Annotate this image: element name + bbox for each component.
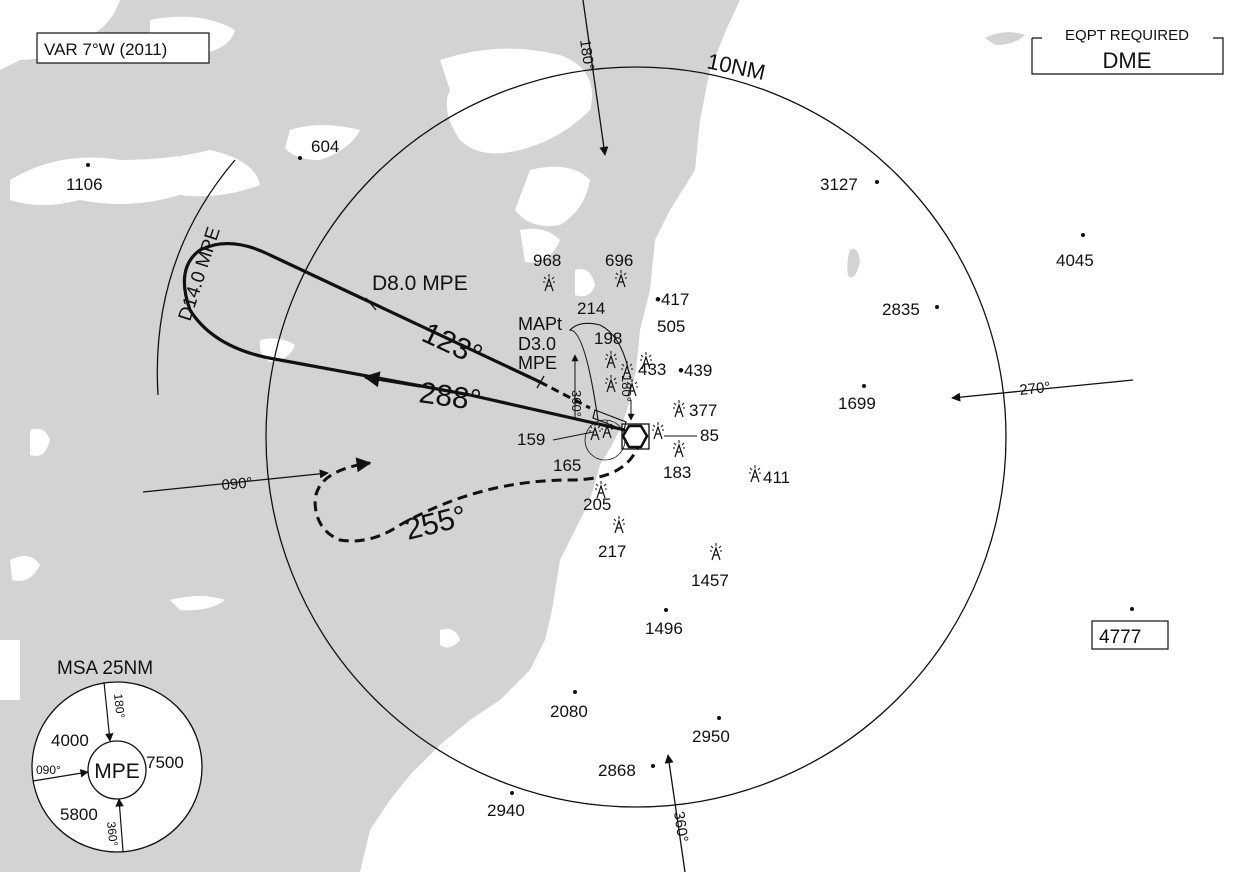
spot-height: 214	[577, 299, 605, 318]
inbound-arrow	[363, 371, 421, 388]
dashed-segment	[539, 380, 591, 410]
eqpt-value: DME	[1103, 48, 1152, 73]
inner-radial-south-label: 360°	[569, 390, 584, 417]
variation-box	[36, 32, 210, 64]
spot-height: 604	[311, 137, 339, 156]
spot-height: •417	[655, 290, 689, 309]
mapt-label-3: MPE	[518, 353, 557, 373]
d14-arc	[156, 159, 236, 396]
spot-height: 2835	[882, 300, 920, 319]
range-ring-10nm	[265, 66, 1007, 808]
radial-east-label: 270°	[1019, 379, 1052, 399]
spot-height: 3127	[820, 175, 858, 194]
msa-radial-w-label: 090°	[36, 763, 61, 777]
radial-north-label: 180°	[576, 38, 597, 71]
mapt-tick	[536, 375, 545, 389]
msa-circle	[31, 681, 203, 853]
spot-height: 411	[763, 468, 790, 487]
spot-height: 4777	[1099, 627, 1141, 648]
range-ring-label: 10NM	[705, 48, 768, 85]
msa-radial-s-label: 360°	[104, 821, 121, 847]
spot-height: 205	[583, 495, 611, 514]
variation-label: VAR 7°W (2011)	[44, 40, 167, 59]
spot-height: 377	[689, 401, 717, 420]
missed-approach-loop	[568, 322, 629, 421]
spot-height: 433	[638, 360, 666, 379]
msa-title: MSA 25NM	[57, 658, 153, 679]
radial-south	[664, 754, 686, 872]
spot-height: 85	[700, 426, 719, 445]
inbound-track	[469, 393, 626, 432]
d8-fix-tick	[365, 297, 377, 311]
eqpt-title: EQPT REQUIRED	[1065, 27, 1189, 44]
spot-height: 183	[663, 463, 691, 482]
spot-heights: 1106 604 968 696 •417 214 505 198 433 •4…	[66, 137, 1169, 820]
islands	[640, 32, 1025, 278]
spot-height: 1699	[838, 394, 876, 413]
spot-height: 696	[605, 251, 633, 270]
spot-height: 2950	[692, 727, 730, 746]
eqpt-box	[1031, 37, 1224, 75]
highest-elevation-box	[1091, 620, 1169, 650]
spot-height: 1496	[645, 619, 683, 638]
radial-south-label: 360°	[670, 810, 691, 843]
msa-sector-ne: 7500	[146, 753, 184, 772]
msa-radial-n-label: 180°	[111, 693, 128, 719]
radial-west-label: 090°	[221, 474, 253, 494]
spot-height: 165	[553, 456, 581, 475]
inner-radial-north-label: 180°	[619, 375, 634, 402]
spot-height: 2080	[550, 702, 588, 721]
spot-height: 1457	[691, 571, 729, 590]
spot-height: 217	[598, 542, 626, 561]
spot-height: 198	[594, 329, 622, 348]
radial-north	[582, 0, 609, 156]
spot-height: •439	[678, 361, 712, 380]
mapt-label-1: MAPt	[518, 314, 562, 334]
msa-sector-sw: 5800	[60, 805, 98, 824]
spot-height: 2940	[487, 801, 525, 820]
runway-outline	[592, 409, 627, 431]
d8-fix-label: D8.0 MPE	[372, 272, 468, 295]
radial-east	[951, 379, 1134, 402]
dme-vor-symbol	[621, 423, 650, 450]
radial-west	[142, 469, 329, 493]
msa-sector-nw: 4000	[51, 731, 89, 750]
spot-height: 1106	[66, 175, 103, 194]
mapt-label-2: D3.0	[518, 334, 556, 354]
spot-height: 968	[533, 251, 561, 270]
teardrop-track	[313, 439, 642, 543]
spot-height: 2868	[598, 761, 636, 780]
spot-height: 4045	[1056, 251, 1094, 270]
spot-height: 159	[517, 430, 545, 449]
outbound-track	[182, 241, 541, 397]
spot-height: 505	[657, 317, 685, 336]
msa-center-label: MPE	[94, 760, 140, 783]
